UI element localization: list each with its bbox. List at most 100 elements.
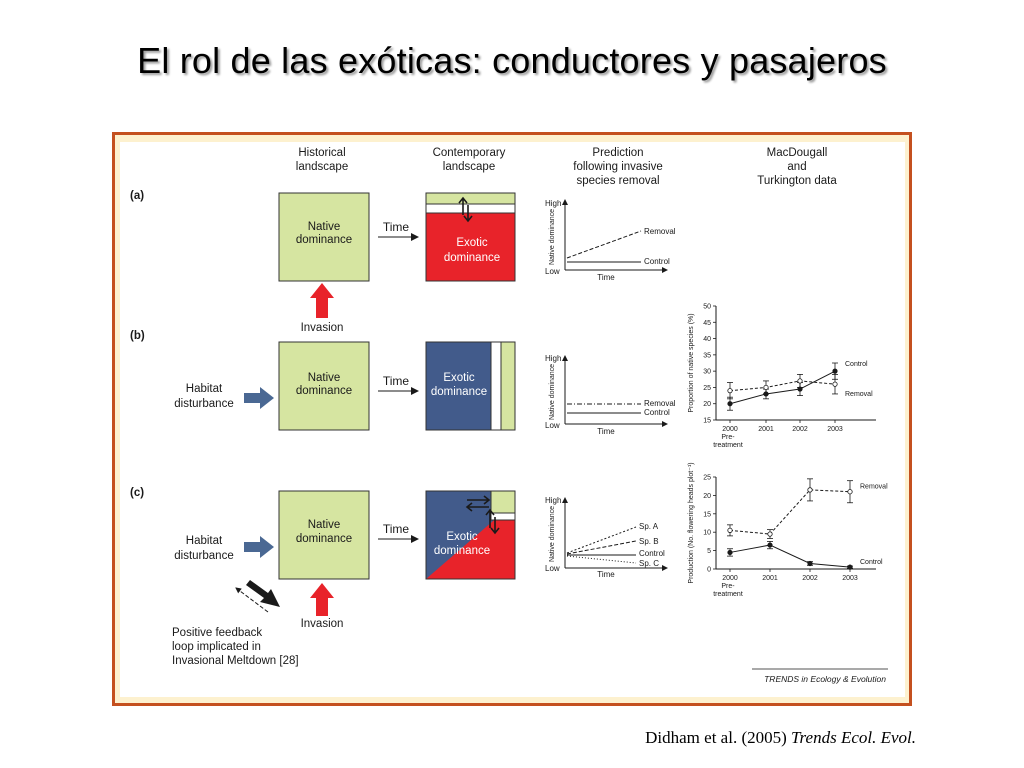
feedback-label-1: Positive feedback bbox=[172, 627, 262, 639]
row-b-pred-xlabel: Time bbox=[597, 427, 615, 436]
data-c-x-tick-label: 2003 bbox=[842, 575, 858, 582]
feedback-label-2: loop implicated in bbox=[172, 641, 261, 653]
row-a-pred-removal-label: Removal bbox=[644, 227, 676, 236]
data-b-removal-point bbox=[763, 384, 769, 391]
data-c-y-tick-label: 10 bbox=[703, 530, 711, 537]
data-b-removal-series-label: Removal bbox=[845, 391, 873, 398]
row-c-label: (c) bbox=[130, 487, 144, 499]
row-a-exchange-arrows bbox=[458, 196, 473, 223]
citation-authors: Didham et al. (2005) bbox=[645, 728, 787, 747]
row-c-invasion-label: Invasion bbox=[301, 618, 344, 630]
row-a-invasion-label: Invasion bbox=[301, 322, 344, 334]
row-a-exotic-label-2: dominance bbox=[444, 252, 500, 264]
data-c-x-note: treatment bbox=[713, 591, 743, 598]
header-data-2: and bbox=[787, 161, 806, 173]
row-c-exchange-arrows bbox=[465, 495, 500, 535]
data-c-y-tick-label: 5 bbox=[707, 548, 711, 555]
data-c-y-tick-label: 25 bbox=[703, 475, 711, 482]
row-c-native-label-2: dominance bbox=[296, 533, 352, 545]
row-b-pred-control-label: Control bbox=[644, 408, 670, 417]
data-b-y-tick-label: 45 bbox=[703, 320, 711, 327]
row-b-pred-high: High bbox=[545, 354, 561, 363]
data-b-x-note: treatment bbox=[713, 442, 743, 449]
data-b-removal-point bbox=[832, 381, 838, 387]
row-c-pred-high: High bbox=[545, 496, 561, 505]
row-c-native-label-1: Native bbox=[308, 519, 341, 531]
row-b-disturbance-label-2: disturbance bbox=[174, 398, 233, 410]
data-b-control-point bbox=[727, 401, 733, 407]
data-c-removal-point bbox=[807, 487, 813, 493]
data-b-x-tick-label: 2001 bbox=[758, 426, 774, 433]
row-c-invasion-arrow bbox=[310, 583, 334, 616]
data-b-control-line bbox=[729, 370, 836, 405]
feedback-black-arrow bbox=[246, 580, 280, 607]
row-b-exotic-box bbox=[425, 341, 516, 431]
data-b-removal-point bbox=[797, 378, 803, 384]
data-c-removal-line bbox=[729, 489, 851, 535]
data-c-x-note: Pre- bbox=[721, 583, 735, 590]
row-c-disturbance-arrow bbox=[244, 536, 274, 558]
row-b-time-label: Time bbox=[383, 374, 410, 388]
data-c-control-series-label: Control bbox=[860, 559, 883, 566]
slide-title: El rol de las exóticas: conductores y pa… bbox=[137, 40, 887, 81]
data-b-x-note: Pre- bbox=[721, 434, 735, 441]
row-b-label: (b) bbox=[130, 330, 145, 342]
row-c-pred-spc-line bbox=[566, 555, 637, 564]
source-label: TRENDS in Ecology & Evolution bbox=[764, 674, 886, 684]
data-b-y-tick-label: 50 bbox=[703, 304, 711, 311]
row-a-native-label-1: Native bbox=[308, 221, 341, 233]
citation: Didham et al. (2005) Trends Ecol. Evol. bbox=[645, 728, 916, 748]
row-b-native-label-1: Native bbox=[308, 372, 341, 384]
data-b-y-tick-label: 35 bbox=[703, 352, 711, 359]
data-c-y-tick-label: 0 bbox=[707, 567, 711, 574]
row-c-pred-ylabel: Native dominance bbox=[549, 506, 556, 562]
data-c-y-label: Production (No. flowering heads plot⁻¹) bbox=[688, 462, 695, 583]
row-b-disturbance-arrow bbox=[244, 387, 274, 409]
data-c-x-tick-label: 2001 bbox=[762, 575, 778, 582]
row-a-pred-high: High bbox=[545, 199, 561, 208]
row-a-invasion-arrow bbox=[310, 283, 334, 318]
row-b-disturbance-label-1: Habitat bbox=[186, 383, 223, 395]
header-data-3: Turkington data bbox=[757, 175, 837, 187]
data-c-y-tick-label: 15 bbox=[703, 511, 711, 518]
data-b-x-tick-label: 2002 bbox=[792, 426, 808, 433]
row-a-pred-control-label: Control bbox=[644, 257, 670, 266]
row-c-pred-low: Low bbox=[545, 564, 560, 573]
data-b-removal-line bbox=[729, 380, 836, 392]
data-c-removal-point bbox=[767, 531, 773, 537]
row-c-pred-spc-label: Sp. C bbox=[639, 559, 659, 568]
header-prediction-3: species removal bbox=[576, 175, 659, 187]
data-c-control-point bbox=[727, 549, 733, 556]
data-c-y-tick-label: 20 bbox=[703, 493, 711, 500]
feedback-label-3: Invasional Meltdown [28] bbox=[172, 655, 299, 667]
data-c-control-point bbox=[767, 542, 773, 548]
header-prediction-2: following invasive bbox=[573, 161, 663, 173]
row-c-disturbance-label-2: disturbance bbox=[174, 550, 233, 562]
row-c-native-box bbox=[278, 490, 370, 580]
row-c-exotic-box bbox=[425, 490, 516, 580]
row-b-native-label-2: dominance bbox=[296, 385, 352, 397]
row-a-exotic-label-1: Exotic bbox=[456, 237, 488, 249]
header-contemporary-1: Contemporary bbox=[433, 147, 506, 159]
data-b-y-tick-label: 40 bbox=[703, 336, 711, 343]
header-contemporary-2: landscape bbox=[443, 161, 495, 173]
row-b-exotic-label-2: dominance bbox=[431, 386, 487, 398]
row-b-pred-ylabel: Native dominance bbox=[549, 364, 556, 420]
header-data-1: MacDougall bbox=[767, 147, 828, 159]
row-c-pred-spa-line bbox=[566, 526, 637, 554]
header-prediction-1: Prediction bbox=[592, 147, 643, 159]
row-a-pred-low: Low bbox=[545, 267, 560, 276]
row-c-prediction-chart bbox=[562, 497, 668, 571]
row-a-native-label-2: dominance bbox=[296, 234, 352, 246]
data-b-removal-point bbox=[727, 388, 733, 394]
row-c-disturbance-label-1: Habitat bbox=[186, 535, 223, 547]
row-a-pred-xlabel: Time bbox=[597, 273, 615, 282]
row-c-time-label: Time bbox=[383, 522, 410, 536]
data-b-control-series-label: Control bbox=[845, 361, 868, 368]
header-historical-2: landscape bbox=[296, 161, 348, 173]
row-c-pred-spa-label: Sp. A bbox=[639, 522, 659, 531]
data-c-removal-point bbox=[847, 489, 853, 495]
row-a-native-box bbox=[278, 192, 370, 282]
data-b-x-tick-label: 2000 bbox=[722, 426, 738, 433]
